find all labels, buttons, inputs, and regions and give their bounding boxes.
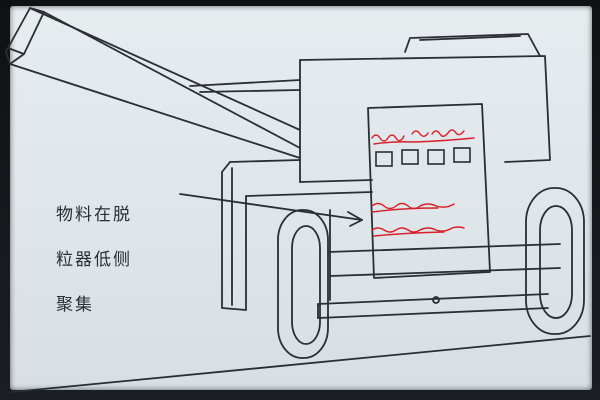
- red-markings: [371, 129, 475, 237]
- side-housing: [221, 159, 373, 311]
- arrow-pointer: [179, 193, 363, 227]
- caption-line-3: 聚集: [56, 295, 94, 315]
- panel-button-4: [453, 147, 471, 163]
- chassis-beam: [317, 293, 549, 319]
- machine-body: [299, 33, 551, 183]
- feeder-arm: [5, 7, 301, 159]
- caption-line-1: 物料在脱: [56, 205, 132, 225]
- diagram-paper: [10, 6, 592, 390]
- control-panel: [367, 103, 491, 279]
- right-wheel: [525, 187, 585, 335]
- caption-line-2: 粒器低侧: [56, 250, 132, 270]
- panel-button-3: [427, 149, 445, 165]
- frame-lines: [327, 209, 561, 301]
- ground-line: [11, 335, 591, 393]
- panel-button-1: [375, 151, 393, 167]
- panel-buttons: [375, 147, 471, 167]
- panel-button-2: [401, 149, 419, 165]
- left-wheel: [277, 209, 329, 359]
